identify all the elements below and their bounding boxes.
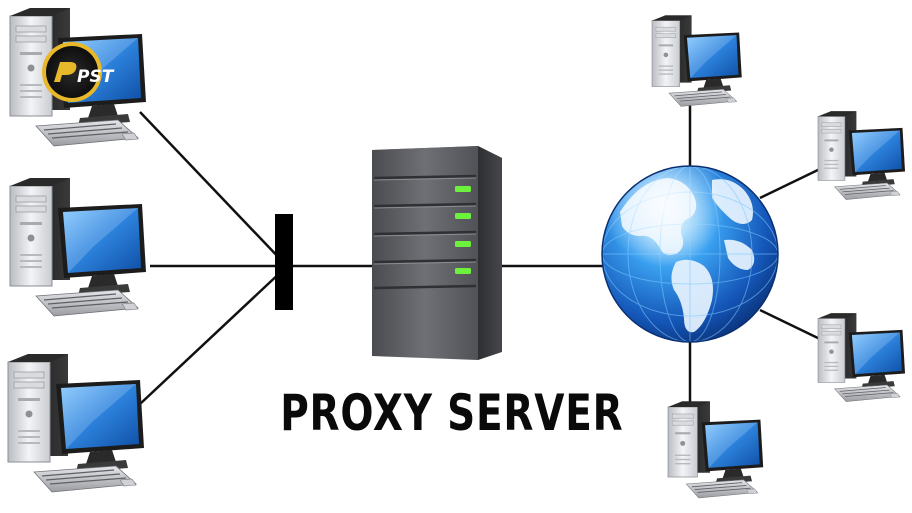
- remote-computer-3: [817, 312, 906, 402]
- server-led-2: [455, 213, 471, 219]
- diagram-title: PROXY SERVER: [280, 384, 624, 442]
- edge-client-3-hub: [139, 269, 284, 405]
- proxy-server: [372, 146, 502, 360]
- edge-globe-remote-2: [759, 166, 823, 200]
- client-computer-2: [9, 177, 147, 317]
- hub-bar: [275, 214, 293, 310]
- edge-client-1-hub: [139, 111, 284, 263]
- server-led-1: [455, 186, 471, 192]
- server-led-3: [455, 241, 471, 247]
- remote-computer-1: [651, 14, 743, 107]
- internet-globe: [601, 165, 779, 343]
- pst-logo: PST: [42, 42, 115, 102]
- edge-globe-remote-3: [759, 308, 823, 342]
- remote-computer-2: [817, 110, 906, 200]
- pst-logo-text: PST: [77, 67, 115, 87]
- server-led-4: [455, 268, 471, 274]
